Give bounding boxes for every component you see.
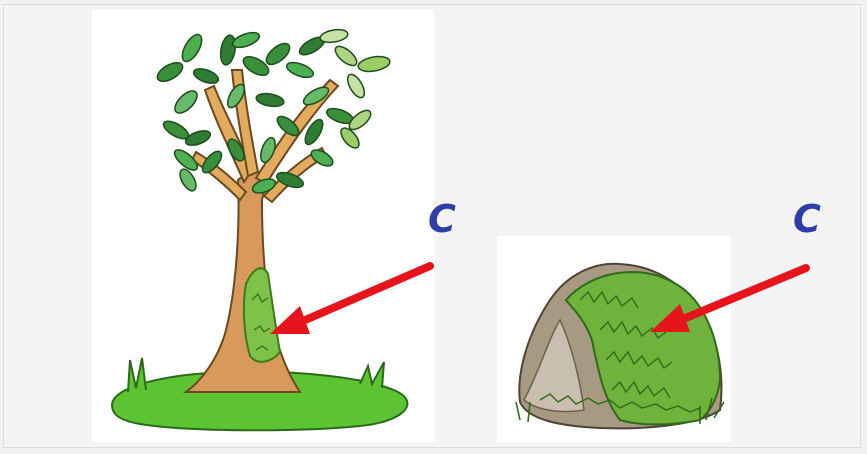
red-arrow-tree <box>270 266 430 334</box>
tree-trunk <box>186 170 300 392</box>
mossy-rock-illustration <box>516 264 724 429</box>
trunk-moss <box>244 268 280 362</box>
tree-illustration <box>112 28 407 431</box>
label-c-tree: C <box>428 200 456 238</box>
label-c-rock: C <box>793 200 821 238</box>
grass-tuft-left <box>128 358 146 392</box>
grass-tuft-right <box>360 362 384 388</box>
